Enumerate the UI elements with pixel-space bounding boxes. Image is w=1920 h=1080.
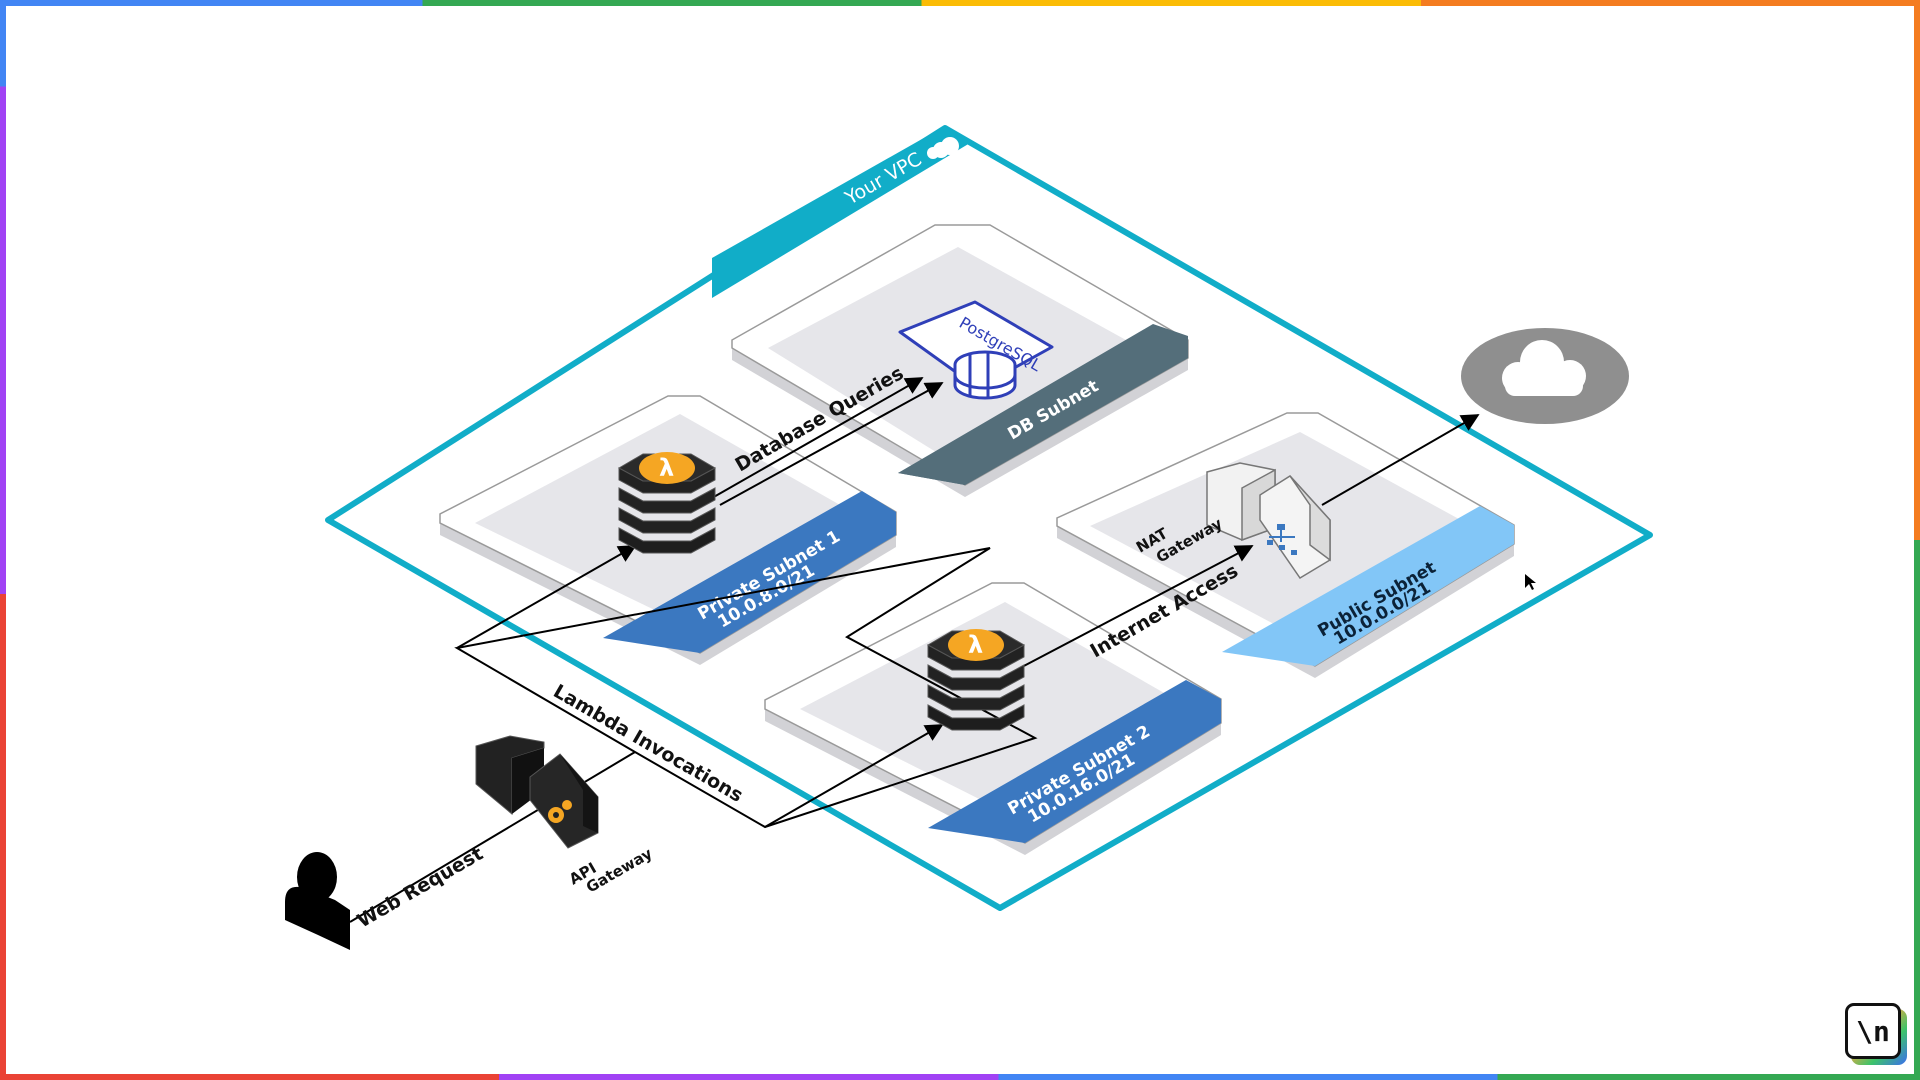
lambda-1-icon [639, 452, 695, 484]
web-request-label: Web Request [354, 843, 487, 933]
cloud-icon [1502, 340, 1586, 396]
lambda-function-1: λ [617, 452, 717, 554]
lambda1-to-db-arrow-2 [719, 382, 944, 506]
internet-cloud [1461, 328, 1629, 424]
lambda1-to-db-arrow-1 [711, 377, 924, 499]
svg-text:λ: λ [968, 631, 983, 659]
api-gateway: API Gateway [475, 735, 655, 896]
lambda-2-icon [948, 629, 1004, 661]
lambda-function-2: λ [926, 629, 1026, 731]
api-to-lambda2-arrow [764, 724, 944, 828]
nat-gateway: NAT Gateway [1133, 462, 1331, 580]
nat-network-icon [1267, 524, 1297, 555]
mouse-cursor-icon [1525, 574, 1536, 590]
postgresql-icon: PostgreSQL [898, 300, 1054, 400]
flow-lines [349, 377, 1480, 923]
svg-text:λ: λ [659, 454, 674, 482]
api-to-lambda1-arrow [456, 545, 637, 649]
vpc-cloud-icon [927, 137, 959, 159]
vpc-container: Your VPC [325, 125, 1653, 911]
private-subnet-2: Private Subnet 2 10.0.16.0/21 [764, 582, 1222, 855]
nat-to-internet-arrow [1321, 414, 1480, 506]
user-to-api-line [349, 751, 636, 923]
vpc-tab [712, 126, 970, 298]
brand-logo[interactable]: \n [1845, 1003, 1901, 1059]
user-icon [285, 852, 350, 950]
lambda2-to-nat-arrow [1019, 545, 1254, 669]
